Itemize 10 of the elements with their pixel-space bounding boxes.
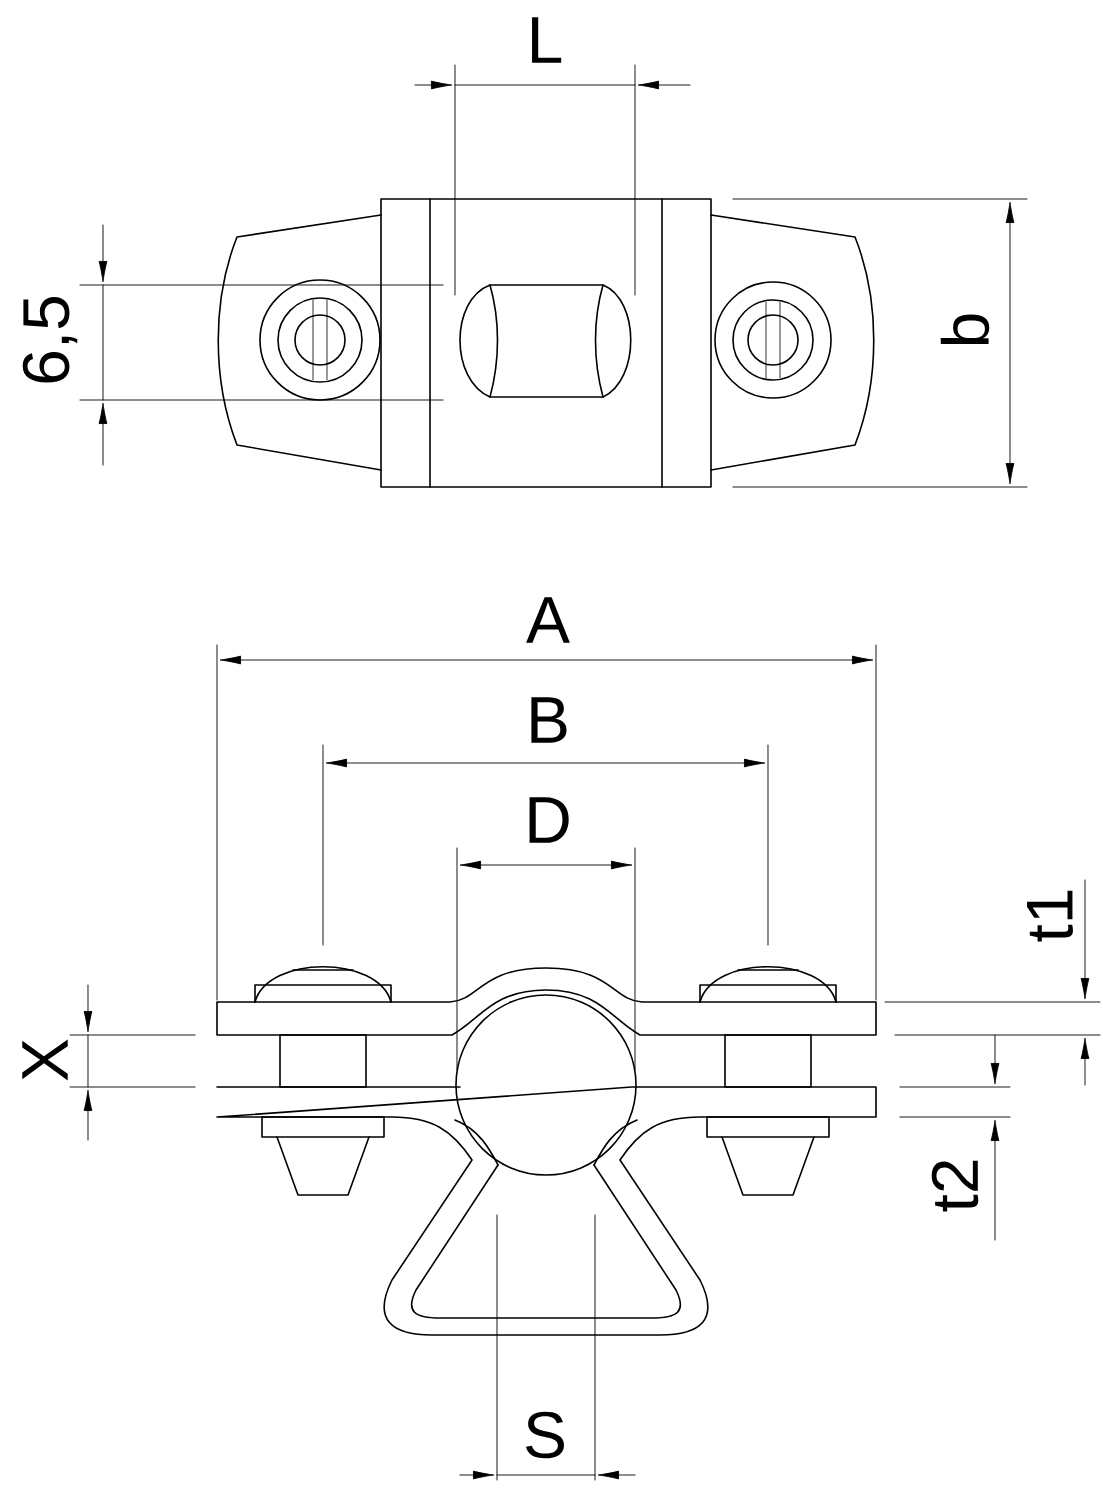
dimension-label: B — [531, 697, 567, 743]
dimension-label: S — [526, 1411, 564, 1459]
dimension-label: D — [529, 797, 569, 843]
dimension-label: t2 — [931, 1160, 979, 1212]
dimension-label: 6,5 — [22, 296, 78, 383]
dimension-label: L — [532, 17, 562, 63]
dimension-label: A — [526, 597, 570, 643]
dimension-label: X — [22, 1039, 68, 1081]
dimension-label: t1 — [1027, 890, 1073, 942]
dimension-label: b — [940, 314, 990, 345]
